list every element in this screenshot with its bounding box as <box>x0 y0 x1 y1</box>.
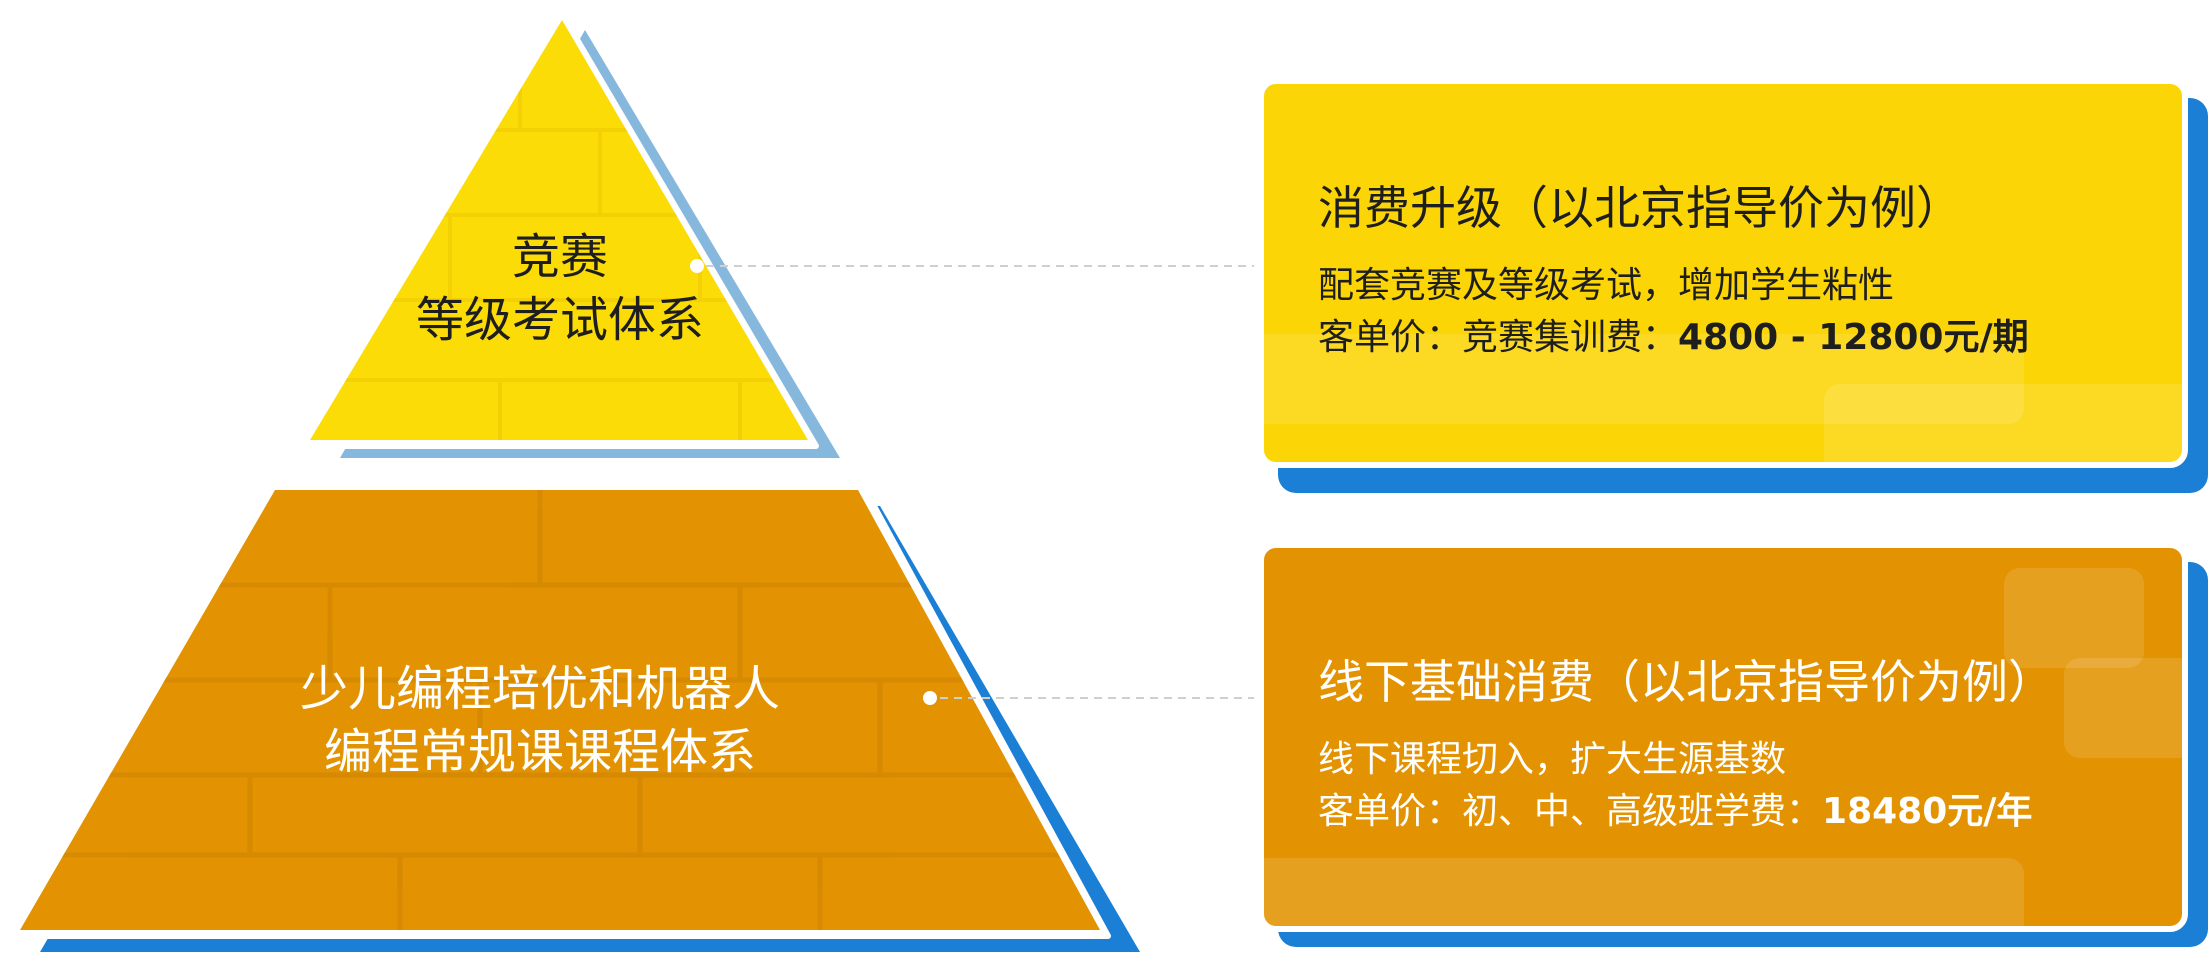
bottom-tier-line-1: 少儿编程培优和机器人 <box>299 661 780 717</box>
top-card-price-label: 客单价：竞赛集训费： <box>1318 317 1679 359</box>
card-decoration <box>2064 658 2182 758</box>
bottom-tier-label: 少儿编程培优和机器人 编程常规课课程体系 <box>140 658 940 785</box>
bottom-tier-line-2: 编程常规课课程体系 <box>323 724 756 781</box>
card-decoration <box>2004 568 2144 668</box>
card-decoration <box>1264 334 2024 424</box>
top-tier-line-2: 等级考试体系 <box>415 292 704 349</box>
bottom-card-title: 线下基础消费（以北京指导价为例） <box>1318 655 2054 709</box>
top-connector-dot <box>690 259 704 273</box>
bottom-tier <box>20 490 1100 930</box>
top-card-title: 消费升级（以北京指导价为例） <box>1318 181 1962 235</box>
card-decoration <box>1264 858 2024 926</box>
top-tier-line-1: 竞赛 <box>511 229 608 285</box>
top-info-card: 消费升级（以北京指导价为例） 配套竞赛及等级考试，增加学生粘性 客单价：竞赛集训… <box>1258 78 2188 468</box>
top-card-price-line: 客单价：竞赛集训费：4800 - 12800元/期 <box>1318 312 2152 364</box>
top-tier <box>310 20 808 440</box>
bottom-card-line-1: 线下课程切入，扩大生源基数 <box>1318 739 1787 780</box>
bottom-card-price-value: 18480元/年 <box>1822 791 2033 833</box>
bottom-info-card: 线下基础消费（以北京指导价为例） 线下课程切入，扩大生源基数 客单价：初、中、高… <box>1258 542 2188 932</box>
card-decoration <box>1824 384 2182 462</box>
top-tier-label: 竞赛 等级考试体系 <box>330 226 790 353</box>
top-card-line-1: 配套竞赛及等级考试，增加学生粘性 <box>1318 265 1895 306</box>
bottom-card-price-line: 客单价：初、中、高级班学费：18480元/年 <box>1318 786 2152 838</box>
bottom-connector-dot <box>923 691 937 705</box>
bottom-card-price-label: 客单价：初、中、高级班学费： <box>1318 791 1823 833</box>
top-card-price-value: 4800 - 12800元/期 <box>1678 317 2029 359</box>
